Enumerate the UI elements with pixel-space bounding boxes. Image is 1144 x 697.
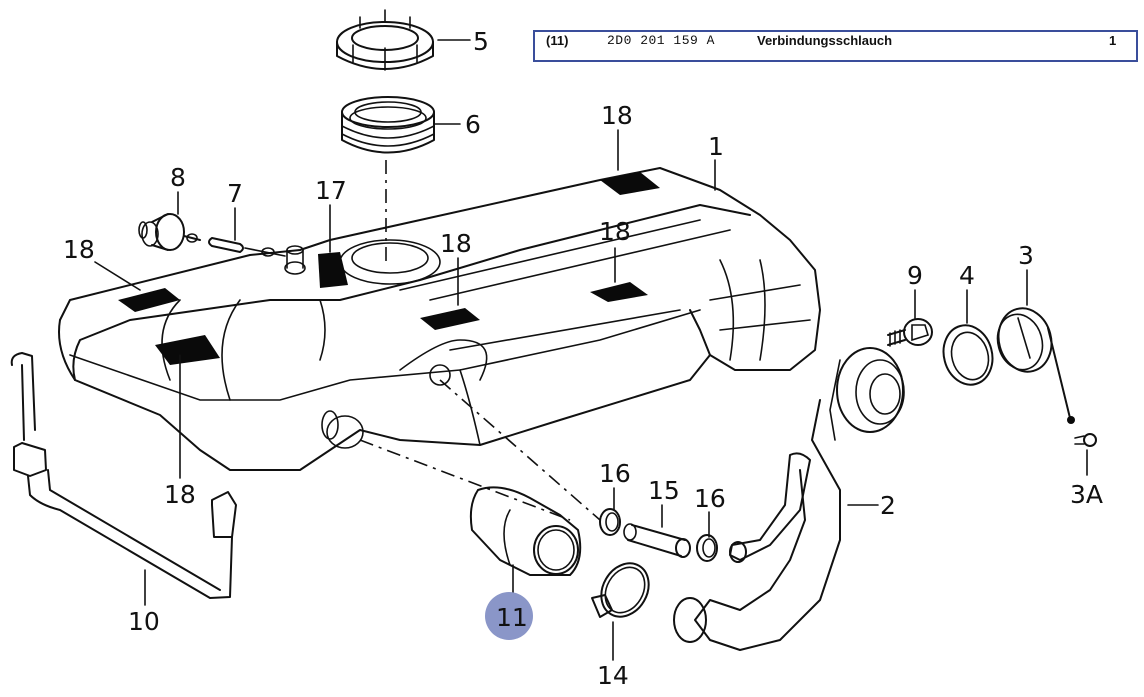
part-info-box: (11) 2D0 201 159 A Verbindungsschlauch 1 — [533, 30, 1138, 62]
callout-18c[interactable]: 18 — [440, 229, 472, 258]
callout-18a[interactable]: 18 — [63, 235, 95, 264]
callout-18e[interactable]: 18 — [599, 217, 631, 246]
part-number[interactable]: 2D0 201 159 A — [607, 33, 715, 48]
selected-callout-highlight[interactable] — [485, 592, 533, 640]
callout-16b[interactable]: 16 — [694, 484, 726, 513]
callout-18b[interactable]: 18 — [164, 480, 196, 509]
leader-line-18a — [94, 261, 141, 291]
callout-5[interactable]: 5 — [473, 27, 489, 56]
gasket-part-4[interactable] — [937, 320, 999, 390]
callout-16a[interactable]: 16 — [599, 459, 631, 488]
callout-2[interactable]: 2 — [880, 491, 896, 520]
connecting-hose-part-11[interactable] — [469, 486, 582, 576]
locking-ring-part-5[interactable] — [336, 9, 434, 71]
filler-neck-part-2[interactable] — [673, 347, 905, 651]
callout-7[interactable]: 7 — [227, 179, 243, 208]
callout-8[interactable]: 8 — [170, 163, 186, 192]
hose-part-7[interactable] — [208, 237, 286, 257]
assembly-line-11 — [359, 439, 571, 521]
callout-10[interactable]: 10 — [128, 607, 160, 636]
callout-4[interactable]: 4 — [959, 261, 975, 290]
callout-9[interactable]: 9 — [907, 261, 923, 290]
clamp-part-16a[interactable] — [599, 508, 621, 536]
fuel-tank[interactable] — [58, 167, 821, 471]
hose-clamp-part-14[interactable] — [591, 555, 658, 625]
callout-3a[interactable]: 3A — [1070, 480, 1103, 509]
filter-part-8[interactable] — [138, 213, 201, 251]
assembly-line-16 — [439, 379, 601, 521]
clip-part-3a[interactable] — [1074, 433, 1097, 447]
callout-14[interactable]: 14 — [597, 661, 629, 690]
callout-17[interactable]: 17 — [315, 176, 347, 205]
callout-18d[interactable]: 18 — [601, 101, 633, 130]
clamp-part-16b[interactable] — [696, 534, 718, 562]
seal-part-6[interactable] — [341, 96, 435, 154]
callout-1[interactable]: 1 — [708, 132, 724, 161]
part-description: Verbindungsschlauch — [757, 33, 893, 48]
bolt-part-9[interactable] — [887, 318, 933, 347]
fuel-cap-part-3[interactable] — [992, 302, 1075, 424]
callout-6[interactable]: 6 — [465, 110, 481, 139]
callout-15[interactable]: 15 — [648, 476, 680, 505]
part-position: (11) — [546, 33, 569, 48]
callout-3[interactable]: 3 — [1018, 241, 1034, 270]
part-quantity: 1 — [1109, 33, 1117, 48]
pipe-part-15[interactable] — [623, 523, 691, 558]
strap-part-10[interactable] — [10, 352, 237, 599]
